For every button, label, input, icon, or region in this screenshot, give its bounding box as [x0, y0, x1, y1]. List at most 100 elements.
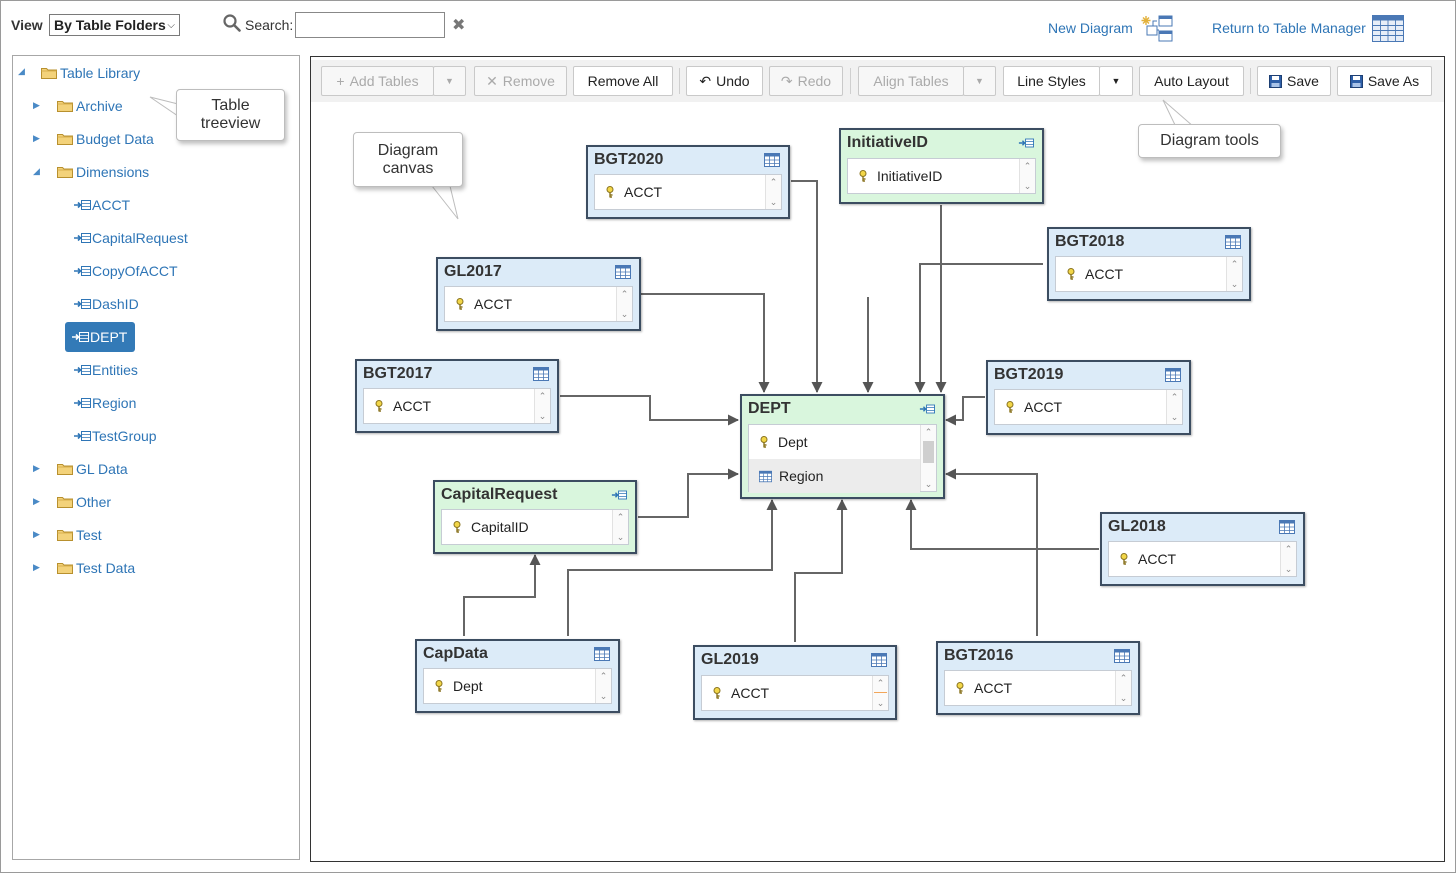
tree-root-label: Table Library [60, 65, 141, 81]
scrollbar-thumb[interactable] [923, 441, 934, 463]
scroll-down-icon: ⌄ [769, 197, 778, 207]
table-box-gl2017[interactable]: GL2017 ACCT ⌃⌄ [436, 257, 641, 331]
table-box-capdata[interactable]: CapData Dept ⌃⌄ [415, 639, 620, 713]
line-gl2019-to-dept [794, 499, 848, 642]
tree-table-testgroup[interactable]: TestGroup [73, 427, 157, 445]
scrollbar[interactable]: ⌃⌄ [872, 676, 888, 710]
column-row[interactable]: ACCT [364, 389, 534, 423]
scrollbar[interactable]: ⌃⌄ [920, 425, 936, 491]
align-tables-dropdown-button[interactable]: ▼ [963, 66, 996, 96]
save-label: Save [1287, 73, 1319, 89]
search-input[interactable] [295, 12, 445, 38]
tree-root-table-library[interactable]: Table Library [41, 64, 140, 82]
line-capitalrequest-to-dept [638, 468, 739, 518]
expand-arrow-icon[interactable]: ▶ [33, 133, 40, 143]
scrollbar[interactable]: ⌃⌄ [1280, 542, 1296, 576]
tree-table-entities[interactable]: Entities [73, 361, 138, 379]
add-tables-dropdown-button[interactable]: ▼ [433, 66, 466, 96]
tree-folder-gl-data[interactable]: GL Data [57, 460, 128, 478]
table-box-bgt2020[interactable]: BGT2020 ACCT ⌃⌄ [586, 145, 790, 219]
table-manager-icon[interactable] [1372, 15, 1404, 42]
table-box-bgt2017[interactable]: BGT2017 ACCT ⌃⌄ [355, 359, 559, 433]
table-box-capitalrequest[interactable]: CapitalRequest CapitalID ⌃⌄ [433, 480, 637, 554]
view-select[interactable]: By Table Folders ⌵ [49, 14, 180, 36]
table-box-bgt2016[interactable]: BGT2016 ACCT ⌃⌄ [936, 641, 1140, 715]
tree-folder-test-data[interactable]: Test Data [57, 559, 135, 577]
tree-table-capitalrequest[interactable]: CapitalRequest [73, 229, 188, 247]
column-row[interactable]: ACCT [945, 671, 1115, 705]
remove-button[interactable]: ✕ Remove [474, 66, 567, 96]
line-styles-dropdown-button[interactable]: ▼ [1099, 66, 1133, 96]
tree-table-region[interactable]: Region [73, 394, 136, 412]
add-tables-button[interactable]: + Add Tables [321, 66, 434, 96]
callout-text: Diagram tools [1160, 132, 1259, 149]
tree-table-dashid[interactable]: DashID [73, 295, 139, 313]
align-tables-button[interactable]: Align Tables [858, 66, 964, 96]
scrollbar[interactable]: ⌃⌄ [1166, 390, 1182, 424]
tree-table-copyofacct[interactable]: CopyOfACCT [73, 262, 178, 280]
tree-folder-test[interactable]: Test [57, 526, 102, 544]
new-diagram-link[interactable]: New Diagram [1048, 20, 1133, 36]
redo-label: Redo [797, 73, 832, 89]
table-box-bgt2018[interactable]: BGT2018 ACCT ⌃⌄ [1047, 227, 1251, 301]
tree-folder-other[interactable]: Other [57, 493, 111, 511]
new-diagram-icon[interactable] [1138, 14, 1174, 44]
tree-folder-budget-data[interactable]: Budget Data [57, 130, 154, 148]
collapse-arrow-icon[interactable]: ◢ [33, 166, 40, 176]
table-box-dept[interactable]: DEPT Dept Region ⌃⌄ [740, 394, 945, 499]
column-row[interactable]: Dept [424, 669, 595, 703]
scrollbar[interactable]: ⌃⌄ [595, 669, 611, 703]
column-row[interactable]: ACCT [1109, 542, 1280, 576]
column-row[interactable]: ACCT [702, 676, 872, 710]
save-button[interactable]: Save [1257, 66, 1331, 96]
column-name: ACCT [474, 296, 513, 312]
table-box-gl2018[interactable]: GL2018 ACCT ⌃⌄ [1100, 512, 1305, 586]
column-row[interactable]: ACCT [995, 390, 1166, 424]
column-list: ACCT ⌃⌄ [594, 174, 782, 210]
scrollbar[interactable]: ⌃⌄ [1226, 257, 1242, 291]
scrollbar[interactable]: ⌃⌄ [765, 175, 781, 209]
column-row[interactable]: CapitalID [442, 510, 612, 544]
remove-all-button[interactable]: Remove All [573, 66, 673, 96]
scrollbar[interactable]: ⌃⌄ [1115, 671, 1131, 705]
undo-label: Undo [716, 73, 750, 89]
scroll-down-icon: ⌄ [876, 698, 885, 708]
tree-table-dept[interactable]: DEPT [65, 322, 136, 352]
scrollbar[interactable]: ⌃⌄ [612, 510, 628, 544]
scroll-down-icon: ⌄ [1023, 181, 1032, 191]
tree-folder-archive[interactable]: Archive [57, 97, 123, 115]
return-to-table-manager-link[interactable]: Return to Table Manager [1212, 20, 1366, 36]
line-styles-button[interactable]: Line Styles [1003, 66, 1100, 96]
collapse-arrow-icon[interactable]: ◢ [18, 66, 25, 76]
scrollbar[interactable]: ⌃⌄ [534, 389, 550, 423]
redo-button[interactable]: ↷ Redo [769, 66, 843, 96]
scrollbar[interactable]: ⌃⌄ [1019, 159, 1035, 193]
column-row[interactable]: Region [749, 459, 920, 493]
auto-layout-label: Auto Layout [1154, 73, 1229, 89]
column-row[interactable]: ACCT [1056, 257, 1226, 291]
linked-table-icon [72, 332, 89, 342]
column-row[interactable]: ACCT [445, 287, 616, 321]
tree-folder-label: GL Data [76, 461, 128, 477]
table-box-bgt2019[interactable]: BGT2019 ACCT ⌃⌄ [986, 360, 1191, 435]
column-row[interactable]: Dept [749, 425, 920, 459]
column-row[interactable]: InitiativeID [848, 159, 1019, 193]
expand-arrow-icon[interactable]: ▶ [33, 529, 40, 539]
clear-search-icon[interactable]: ✖ [452, 17, 466, 34]
tree-table-acct[interactable]: ACCT [73, 196, 130, 214]
column-row[interactable]: ACCT [595, 175, 765, 209]
expand-arrow-icon[interactable]: ▶ [33, 562, 40, 572]
tree-folder-dimensions[interactable]: Dimensions [57, 163, 149, 181]
expand-arrow-icon[interactable]: ▶ [33, 496, 40, 506]
save-as-button[interactable]: Save As [1337, 66, 1432, 96]
search-label: Search: [245, 17, 294, 33]
scrollbar[interactable]: ⌃⌄ [616, 287, 632, 321]
auto-layout-button[interactable]: Auto Layout [1139, 66, 1244, 96]
callout-diagram-canvas: Diagram canvas [353, 132, 463, 187]
close-icon: ✕ [486, 72, 498, 89]
table-box-gl2019[interactable]: GL2019 ACCT ⌃⌄ [693, 645, 897, 720]
table-box-initiativeid[interactable]: InitiativeID InitiativeID ⌃⌄ [839, 128, 1044, 204]
expand-arrow-icon[interactable]: ▶ [33, 463, 40, 473]
undo-button[interactable]: ↶ Undo [686, 66, 763, 96]
expand-arrow-icon[interactable]: ▶ [33, 100, 40, 110]
